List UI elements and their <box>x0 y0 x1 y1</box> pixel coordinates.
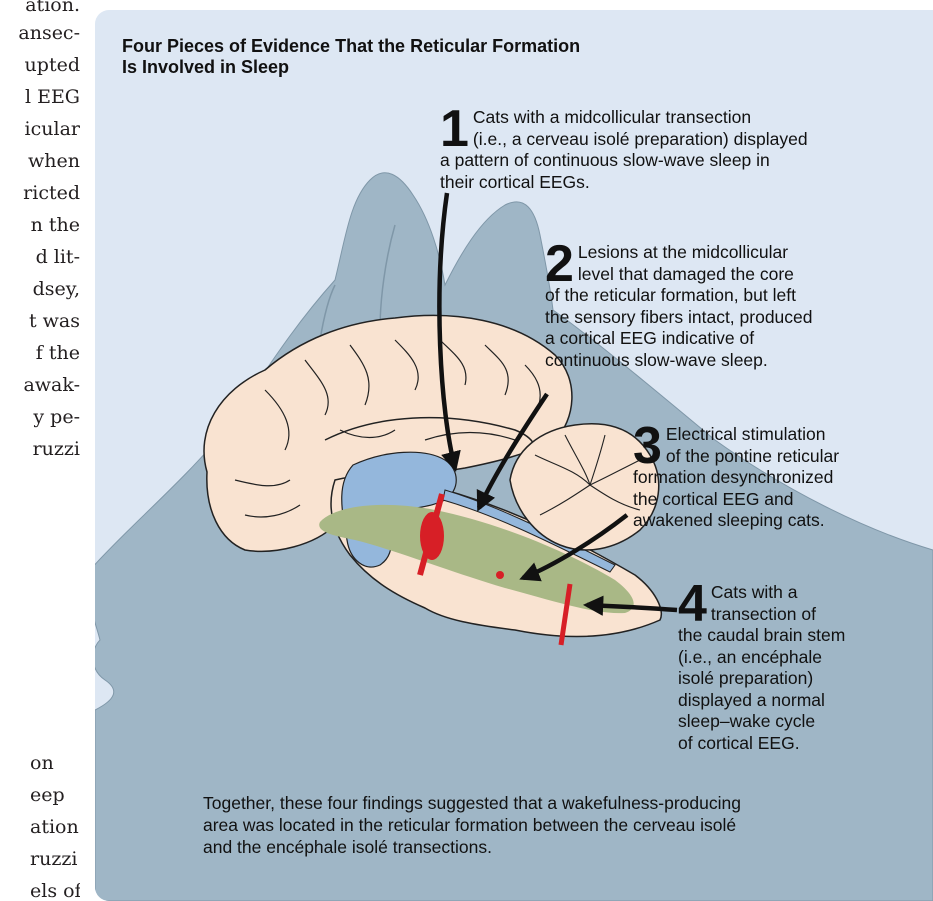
pontine-stimulation-site <box>496 571 504 579</box>
evidence-4-line: isolé preparation) <box>678 668 845 690</box>
body-text-line: ruzzi <box>30 848 77 870</box>
evidence-2-line: Lesions at the midcollicular <box>545 242 813 264</box>
evidence-number: 1 <box>440 109 469 149</box>
body-text-line: on <box>30 752 54 774</box>
figure-title-line: Four Pieces of Evidence That the Reticul… <box>122 36 762 57</box>
evidence-2-line: the sensory fibers intact, produced <box>545 307 813 329</box>
figure-title-line: Is Involved in Sleep <box>122 57 762 78</box>
evidence-2-line: a cortical EEG indicative of <box>545 328 813 350</box>
evidence-1-line: their cortical EEGs. <box>440 172 775 194</box>
body-text-line: l EEG <box>25 86 80 108</box>
body-text-line: ation. <box>30 816 80 838</box>
evidence-3-line: awakened sleeping cats. <box>633 510 833 532</box>
body-text-line: ation. <box>25 0 80 16</box>
body-text-line: icular <box>25 118 80 140</box>
evidence-4-line: (i.e., an encéphale <box>678 647 845 669</box>
body-text-line: when <box>28 150 80 172</box>
evidence-3-line: of the pontine reticular <box>633 446 833 468</box>
body-text-line: y pe- <box>33 406 80 428</box>
body-text-line: ansec- <box>18 22 80 44</box>
body-text-line: f the <box>36 342 80 364</box>
evidence-1-line: Cats with a midcollicular transection <box>440 107 775 129</box>
evidence-2-line: of the reticular formation, but left <box>545 285 813 307</box>
body-text-line: awak- <box>23 374 80 396</box>
body-text-line: eep <box>30 784 65 806</box>
evidence-3-line: the cortical EEG and <box>633 489 833 511</box>
body-text-line: dsey, <box>33 278 80 300</box>
figure-summary: Together, these four findings suggested … <box>203 792 933 858</box>
body-text-line: upted <box>25 54 80 76</box>
evidence-3-callout: 3 Electrical stimulation of the pontine … <box>633 424 833 532</box>
body-text-line: ruzzi <box>33 438 80 460</box>
evidence-1-line: (i.e., a cerveau isolé preparation) disp… <box>440 129 775 151</box>
summary-line: area was located in the reticular format… <box>203 814 933 836</box>
evidence-1-callout: 1 Cats with a midcollicular transection … <box>440 107 775 193</box>
evidence-number: 3 <box>633 426 662 466</box>
body-text-line: els of <box>30 880 80 901</box>
figure-title: Four Pieces of Evidence That the Reticul… <box>122 36 762 78</box>
midcollicular-lesion <box>420 512 444 560</box>
body-text-column-left: ation. ansec- upted l EEG icular when ri… <box>0 0 80 901</box>
evidence-2-callout: 2 Lesions at the midcollicular level tha… <box>545 242 813 371</box>
body-text-line: d lit- <box>36 246 80 268</box>
evidence-2-line: continuous slow-wave sleep. <box>545 350 813 372</box>
body-text-line: n the <box>31 214 80 236</box>
body-text-line: ricted <box>23 182 80 204</box>
evidence-4-line: the caudal brain stem <box>678 625 845 647</box>
summary-line: Together, these four findings suggested … <box>203 792 933 814</box>
evidence-3-line: Electrical stimulation <box>633 424 833 446</box>
evidence-3-line: formation desynchronized <box>633 467 833 489</box>
figure-panel: Four Pieces of Evidence That the Reticul… <box>95 10 933 901</box>
evidence-number: 2 <box>545 244 574 284</box>
summary-line: and the encéphale isolé transections. <box>203 836 933 858</box>
evidence-4-callout: 4 Cats with a transection of the caudal … <box>678 582 845 754</box>
evidence-4-line: of cortical EEG. <box>678 733 845 755</box>
body-text-line: t was <box>29 310 80 332</box>
evidence-4-line: displayed a normal <box>678 690 845 712</box>
evidence-1-line: a pattern of continuous slow-wave sleep … <box>440 150 775 172</box>
evidence-4-line: sleep–wake cycle <box>678 711 845 733</box>
evidence-number: 4 <box>678 584 707 624</box>
evidence-2-line: level that damaged the core <box>545 264 813 286</box>
